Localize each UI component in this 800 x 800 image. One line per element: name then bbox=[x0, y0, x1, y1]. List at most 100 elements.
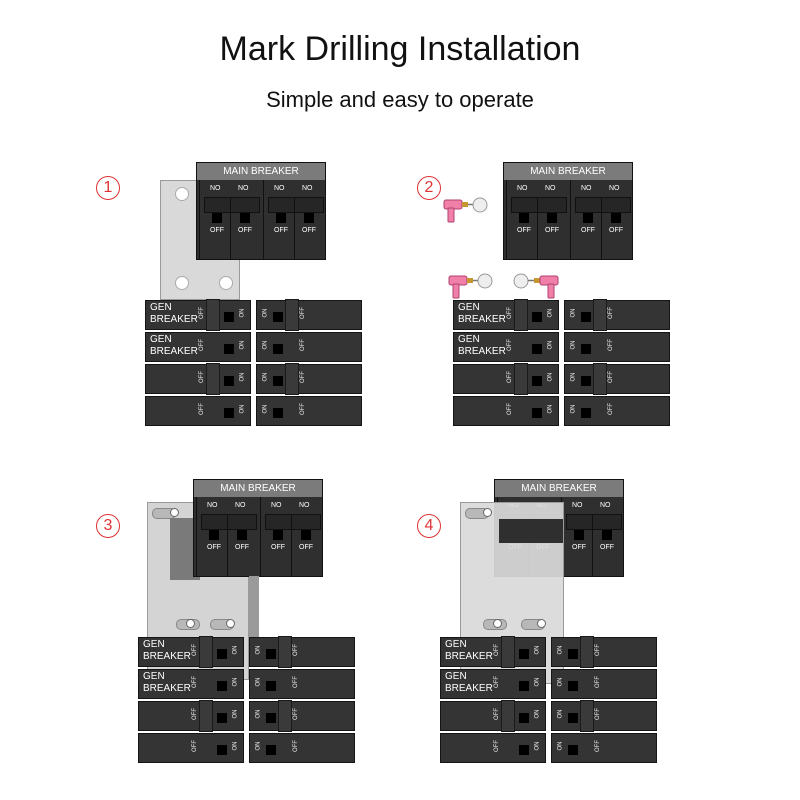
breaker-handle bbox=[206, 363, 220, 395]
off-label: OFF bbox=[199, 403, 205, 415]
screw-icon bbox=[537, 619, 546, 628]
breaker-handle bbox=[580, 636, 594, 668]
off-label: OFF bbox=[595, 740, 601, 752]
off-label: OFF bbox=[572, 544, 586, 551]
switch-toggle bbox=[217, 745, 227, 755]
breaker-handle bbox=[514, 299, 528, 331]
off-label: OFF bbox=[199, 307, 205, 319]
switch-toggle bbox=[547, 213, 557, 223]
switch-toggle bbox=[224, 344, 234, 354]
breaker-handle bbox=[593, 299, 607, 331]
breaker-handle bbox=[501, 700, 515, 732]
switch-toggle bbox=[273, 408, 283, 418]
off-label: OFF bbox=[293, 740, 299, 752]
switch-toggle bbox=[224, 408, 234, 418]
on-label: ON bbox=[232, 677, 239, 687]
on-label: ON bbox=[255, 645, 262, 655]
screw-icon bbox=[483, 508, 492, 517]
switch-toggle bbox=[581, 312, 591, 322]
no-label: NO bbox=[207, 502, 218, 509]
off-label: OFF bbox=[494, 708, 500, 720]
off-label: OFF bbox=[507, 403, 513, 415]
off-label: OFF bbox=[299, 544, 313, 551]
off-label: OFF bbox=[507, 307, 513, 319]
on-label: ON bbox=[232, 645, 239, 655]
switch-divider bbox=[601, 197, 602, 259]
gen-label: GEN bbox=[458, 334, 480, 345]
breaker-handle bbox=[199, 636, 213, 668]
no-label: NO bbox=[238, 185, 249, 192]
off-label: OFF bbox=[595, 676, 601, 688]
breaker-handle bbox=[580, 700, 594, 732]
on-label: ON bbox=[547, 308, 554, 318]
off-label: OFF bbox=[293, 644, 299, 656]
breaker-label: BREAKER bbox=[445, 651, 493, 662]
on-label: ON bbox=[239, 404, 246, 414]
switch-bar bbox=[575, 197, 631, 213]
off-label: OFF bbox=[293, 676, 299, 688]
off-label: OFF bbox=[608, 403, 614, 415]
off-label: OFF bbox=[581, 227, 595, 234]
off-label: OFF bbox=[494, 740, 500, 752]
switch-bar bbox=[566, 514, 622, 530]
on-label: ON bbox=[232, 709, 239, 719]
breaker-row: ON OFF bbox=[551, 733, 657, 763]
breaker-handle bbox=[285, 299, 299, 331]
switch-toggle bbox=[240, 213, 250, 223]
gen-label: GEN bbox=[150, 334, 172, 345]
off-label: OFF bbox=[608, 307, 614, 319]
off-label: OFF bbox=[609, 227, 623, 234]
switch-toggle bbox=[273, 344, 283, 354]
off-label: OFF bbox=[293, 708, 299, 720]
off-label: OFF bbox=[199, 371, 205, 383]
breaker-handle bbox=[501, 636, 515, 668]
no-label: NO bbox=[274, 185, 285, 192]
switch-toggle bbox=[273, 530, 283, 540]
switch-toggle bbox=[568, 745, 578, 755]
no-label: NO bbox=[581, 185, 592, 192]
on-label: ON bbox=[262, 308, 269, 318]
main-breaker-label: MAIN BREAKER bbox=[194, 480, 322, 497]
switch-toggle bbox=[568, 713, 578, 723]
step-number-1: 1 bbox=[96, 176, 120, 200]
off-label: OFF bbox=[199, 339, 205, 351]
on-label: ON bbox=[570, 308, 577, 318]
off-label: OFF bbox=[192, 676, 198, 688]
drill-icon bbox=[448, 273, 493, 299]
off-label: OFF bbox=[300, 307, 306, 319]
switch-toggle bbox=[266, 649, 276, 659]
gen-label: GEN bbox=[445, 639, 467, 650]
on-label: ON bbox=[557, 677, 564, 687]
on-label: ON bbox=[232, 741, 239, 751]
breaker-label: BREAKER bbox=[458, 314, 506, 325]
step-number-3: 3 bbox=[96, 514, 120, 538]
switch-divider bbox=[294, 197, 295, 259]
on-label: ON bbox=[557, 645, 564, 655]
off-label: OFF bbox=[608, 339, 614, 351]
switch-toggle bbox=[519, 213, 529, 223]
on-label: ON bbox=[570, 404, 577, 414]
no-label: NO bbox=[299, 502, 310, 509]
on-label: ON bbox=[557, 741, 564, 751]
off-label: OFF bbox=[302, 227, 316, 234]
no-label: NO bbox=[572, 502, 583, 509]
off-label: OFF bbox=[517, 227, 531, 234]
switch-toggle bbox=[519, 745, 529, 755]
switch-toggle bbox=[217, 681, 227, 691]
